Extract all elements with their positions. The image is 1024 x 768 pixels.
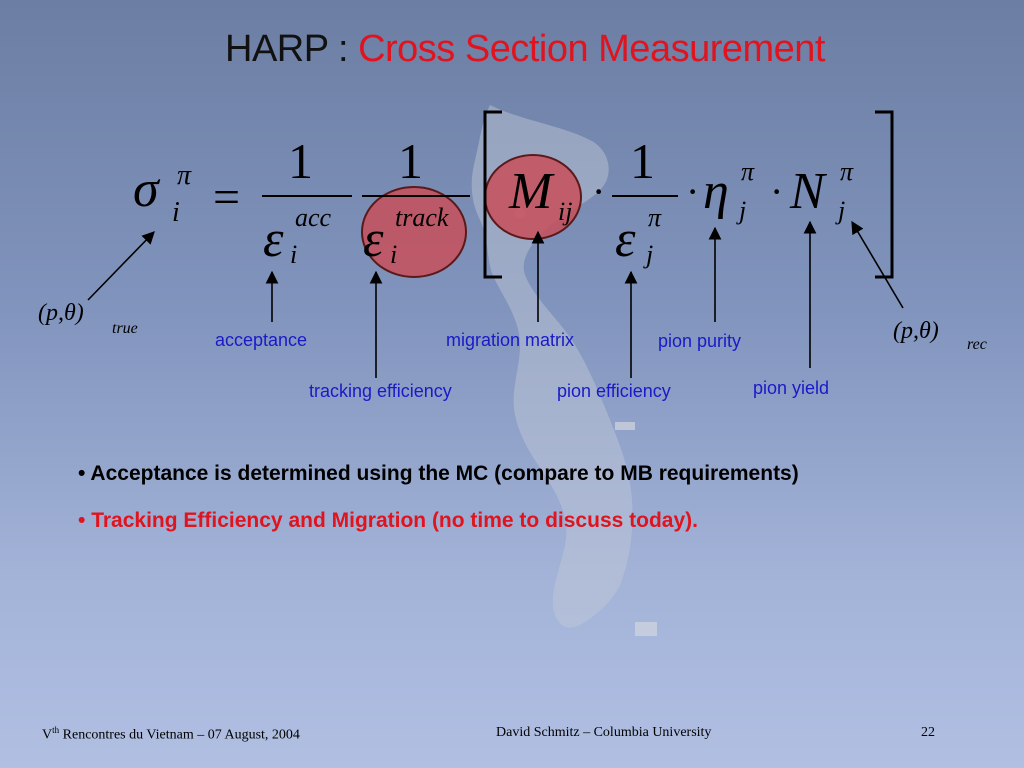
rec-variables: (p,θ) [893,318,939,344]
matrix-sub: ij [558,197,573,226]
label-tracking-efficiency: tracking efficiency [309,381,452,401]
true-variables: (p,θ) [38,300,84,326]
frac3-sub: j [646,240,654,269]
map-label-box [635,622,657,636]
frac1-numerator: 1 [288,133,313,189]
frac2-sup: track [395,203,449,232]
bullet-acceptance: • Acceptance is determined using the MC … [78,462,799,486]
footer-conference-rest: Rencontres du Vietnam – 07 August, 2004 [59,727,300,743]
true-subscript: true [112,320,138,337]
map-label-box [615,422,635,430]
dot-2: · [686,169,700,214]
footer-conference-v: V [42,727,53,743]
label-pion-efficiency: pion efficiency [557,381,671,401]
frac3-numerator: 1 [630,133,655,189]
frac3-bar [612,195,678,197]
yield-sup: π [840,157,854,186]
sigma-symbol: σ [133,161,159,218]
frac3-sup: π [648,203,662,232]
bullet-tracking: • Tracking Efficiency and Migration (no … [78,509,698,533]
page-number: 22 [921,725,935,740]
footer-conference-sup: th [52,725,60,735]
dot-3: · [770,169,784,214]
bullet-marker: • [78,462,86,485]
bullet-text: Tracking Efficiency and Migration (no ti… [91,509,698,532]
equals-sign: = [213,171,241,224]
bullet-text: Acceptance is determined using the MC (c… [90,462,799,485]
sigma-sub: i [172,197,180,228]
eta-sup: π [741,157,755,186]
footer-conference: Vth Rencontres du Vietnam – 07 August, 2… [42,725,300,744]
eta-sub: j [739,196,747,225]
footer-author: David Schmitz – Columbia University [496,725,712,740]
frac2-bar [362,195,470,197]
slide-title: HARP : Cross Section Measurement [0,28,1024,71]
label-pion-yield: pion yield [753,378,830,398]
frac3-epsilon: ε [615,211,636,268]
label-migration-matrix: migration matrix [446,330,575,350]
title-prefix: HARP : [225,28,359,70]
matrix-symbol: M [509,163,553,220]
sigma-sup: π [177,160,192,191]
frac2-numerator: 1 [398,133,423,189]
yield-symbol: N [790,163,825,220]
frac1-sub: i [290,240,298,269]
label-pion-purity: pion purity [658,331,742,351]
eta-symbol: η [703,163,729,220]
rec-subscript: rec [967,336,987,353]
frac1-bar [262,195,352,197]
frac2-sub: i [390,240,398,269]
title-accent: Cross Section Measurement [358,28,825,70]
dot-1: · [592,169,606,214]
frac2-epsilon: ε [363,211,384,268]
label-acceptance: acceptance [215,330,308,350]
frac1-sup: acc [295,203,332,232]
bullet-marker: • [78,509,86,532]
frac1-epsilon: ε [263,211,284,268]
yield-sub: j [838,196,846,225]
